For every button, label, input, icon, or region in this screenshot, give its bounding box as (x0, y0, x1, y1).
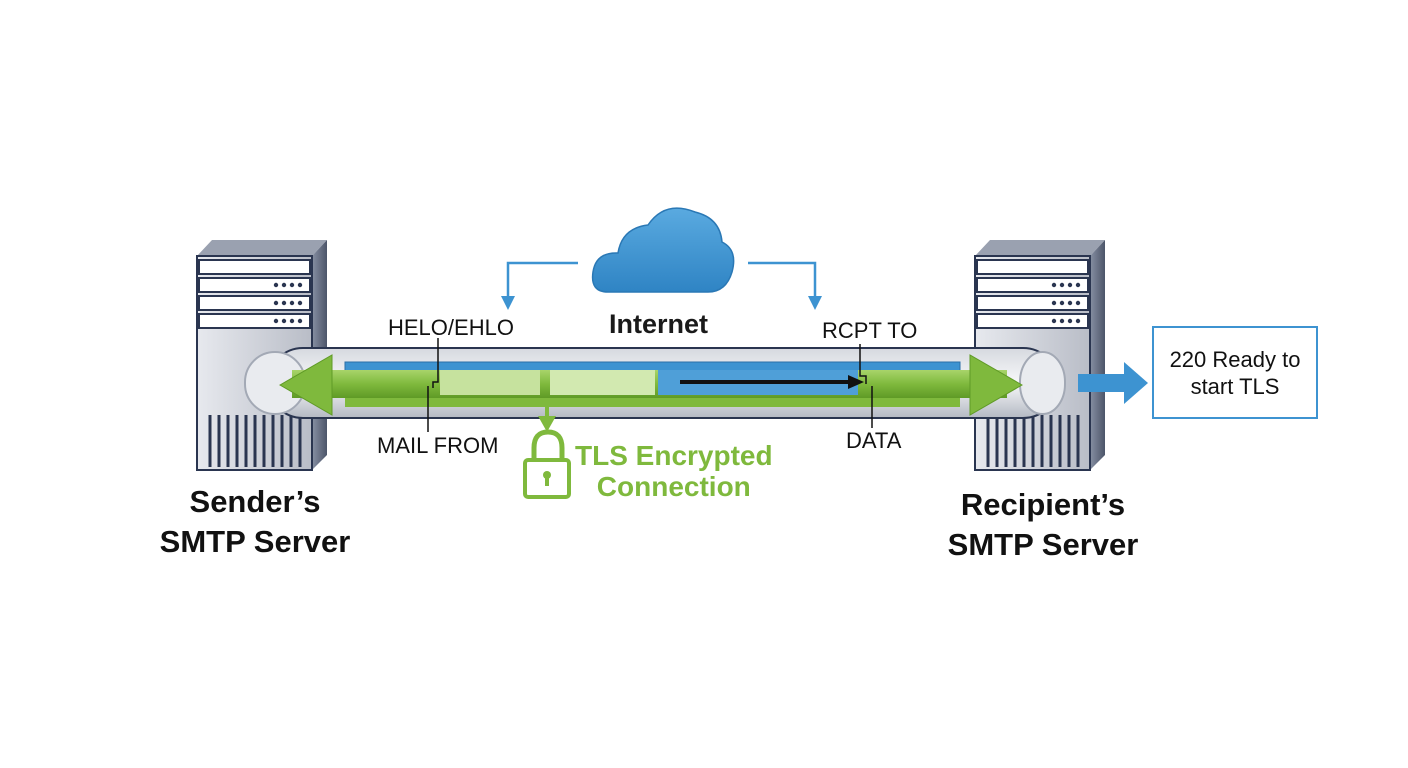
message-arrow-head-icon (848, 375, 864, 389)
sender-server-icon (196, 240, 327, 471)
cloud-right-connector (748, 261, 817, 298)
rcpt-to-label: RCPT TO (822, 318, 918, 343)
status-arrow-shaft (1078, 374, 1126, 392)
status-box-text: 220 Ready to start TLS (1169, 346, 1301, 399)
cloud-icon (591, 207, 735, 293)
tls-line1: TLS Encrypted (575, 440, 773, 471)
sender-line2: SMTP Server (159, 524, 351, 559)
mail-from-label: MAIL FROM (377, 433, 499, 458)
recipient-server-label: Recipient’s SMTP Server (918, 485, 1168, 565)
rcpt-to-leader (859, 344, 867, 384)
cloud-right-arrow-head-icon (808, 296, 822, 310)
recipient-line1: Recipient’s (960, 487, 1126, 522)
recipient-line2: SMTP Server (947, 527, 1139, 562)
cloud-left-connector (506, 261, 578, 298)
helo-ehlo-label: HELO/EHLO (388, 315, 514, 340)
padlock-icon (523, 429, 571, 499)
connection-tube (244, 347, 1066, 419)
data-label: DATA (846, 428, 902, 453)
arrow-left-head-icon (278, 354, 333, 416)
status-box: 220 Ready to start TLS (1152, 326, 1318, 419)
internet-label: Internet (609, 309, 709, 339)
sender-server-label: Sender’s SMTP Server (140, 482, 370, 562)
tls-encrypted-label: TLS Encrypted Connection (575, 440, 773, 502)
helo-leader (432, 338, 439, 388)
tls-line2: Connection (596, 471, 751, 502)
tls-down-arrow-head-icon (538, 416, 556, 432)
status-arrow-head-icon (1124, 362, 1148, 404)
cloud-left-arrow-head-icon (501, 296, 515, 310)
sender-line1: Sender’s (189, 484, 321, 519)
arrow-right-head-icon (969, 354, 1024, 416)
